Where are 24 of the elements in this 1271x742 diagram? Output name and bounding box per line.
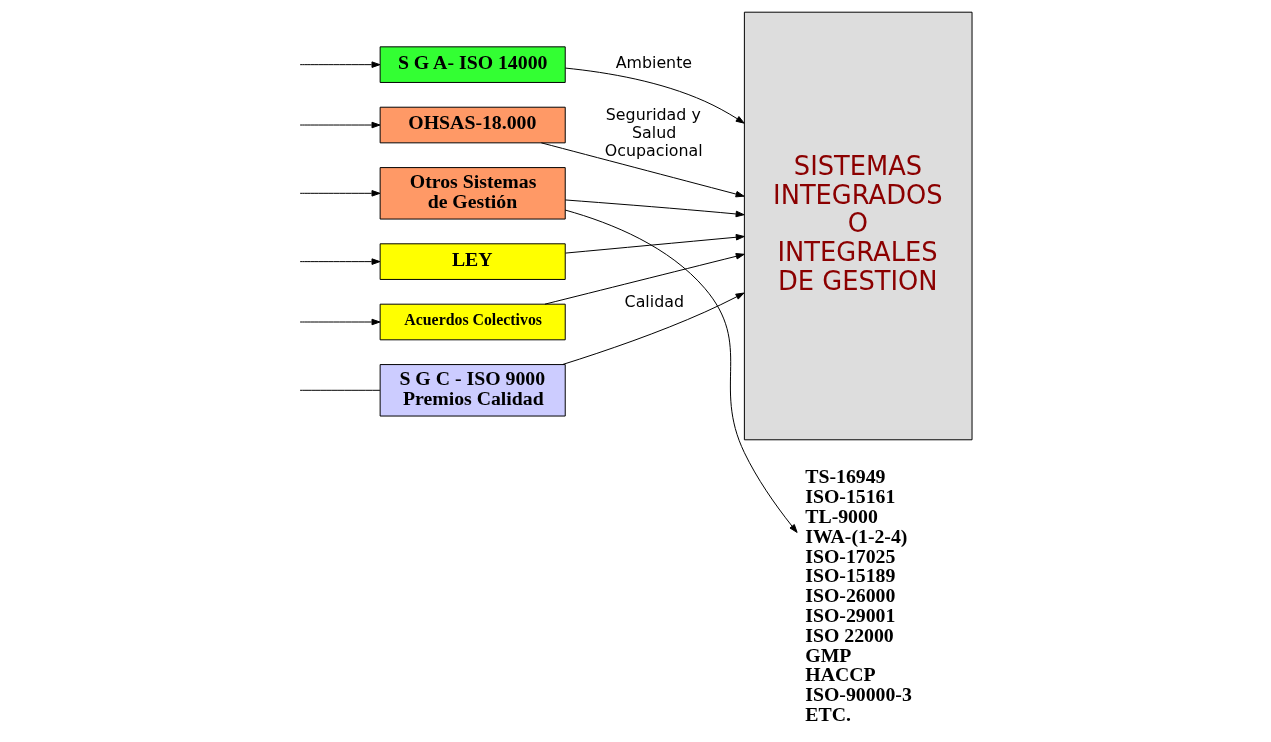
node-box: OHSAS-18.000 bbox=[379, 106, 566, 144]
arrow bbox=[544, 253, 745, 305]
node-box: Otros Sistemas de Gestión bbox=[379, 167, 566, 220]
arrow bbox=[299, 61, 381, 68]
edge-label: Seguridad y Salud Ocupacional bbox=[604, 104, 703, 160]
arrow bbox=[299, 121, 381, 129]
arrow bbox=[562, 292, 745, 365]
arrow bbox=[299, 318, 381, 326]
arrow bbox=[564, 199, 745, 218]
arrow bbox=[540, 142, 745, 198]
arrow bbox=[299, 258, 381, 265]
arrow bbox=[564, 67, 745, 124]
node-text: TS-16949 ISO-15161 TL-9000 IWA-(1-2-4) ISO-17025 ISO-15189 ISO-26000 ISO-29001 ISO 22000 GMP HACCP ISO-90000-3 ETC. bbox=[805, 465, 912, 725]
arrow bbox=[564, 209, 798, 533]
node-box: S G A- ISO 14000 bbox=[379, 46, 566, 83]
node-box: SISTEMAS INTEGRADOS O INTEGRALES DE GESTION bbox=[743, 11, 973, 441]
edge-label: Ambiente bbox=[615, 53, 693, 73]
arrow bbox=[565, 233, 745, 254]
arrow bbox=[299, 190, 381, 197]
connector bbox=[299, 389, 381, 391]
node-box: Acuerdos Colectivos bbox=[379, 303, 566, 341]
edge-label: Calidad bbox=[624, 291, 684, 311]
node-box: S G C - ISO 9000 Premios Calidad bbox=[379, 364, 566, 417]
node-box: LEY bbox=[379, 243, 566, 280]
